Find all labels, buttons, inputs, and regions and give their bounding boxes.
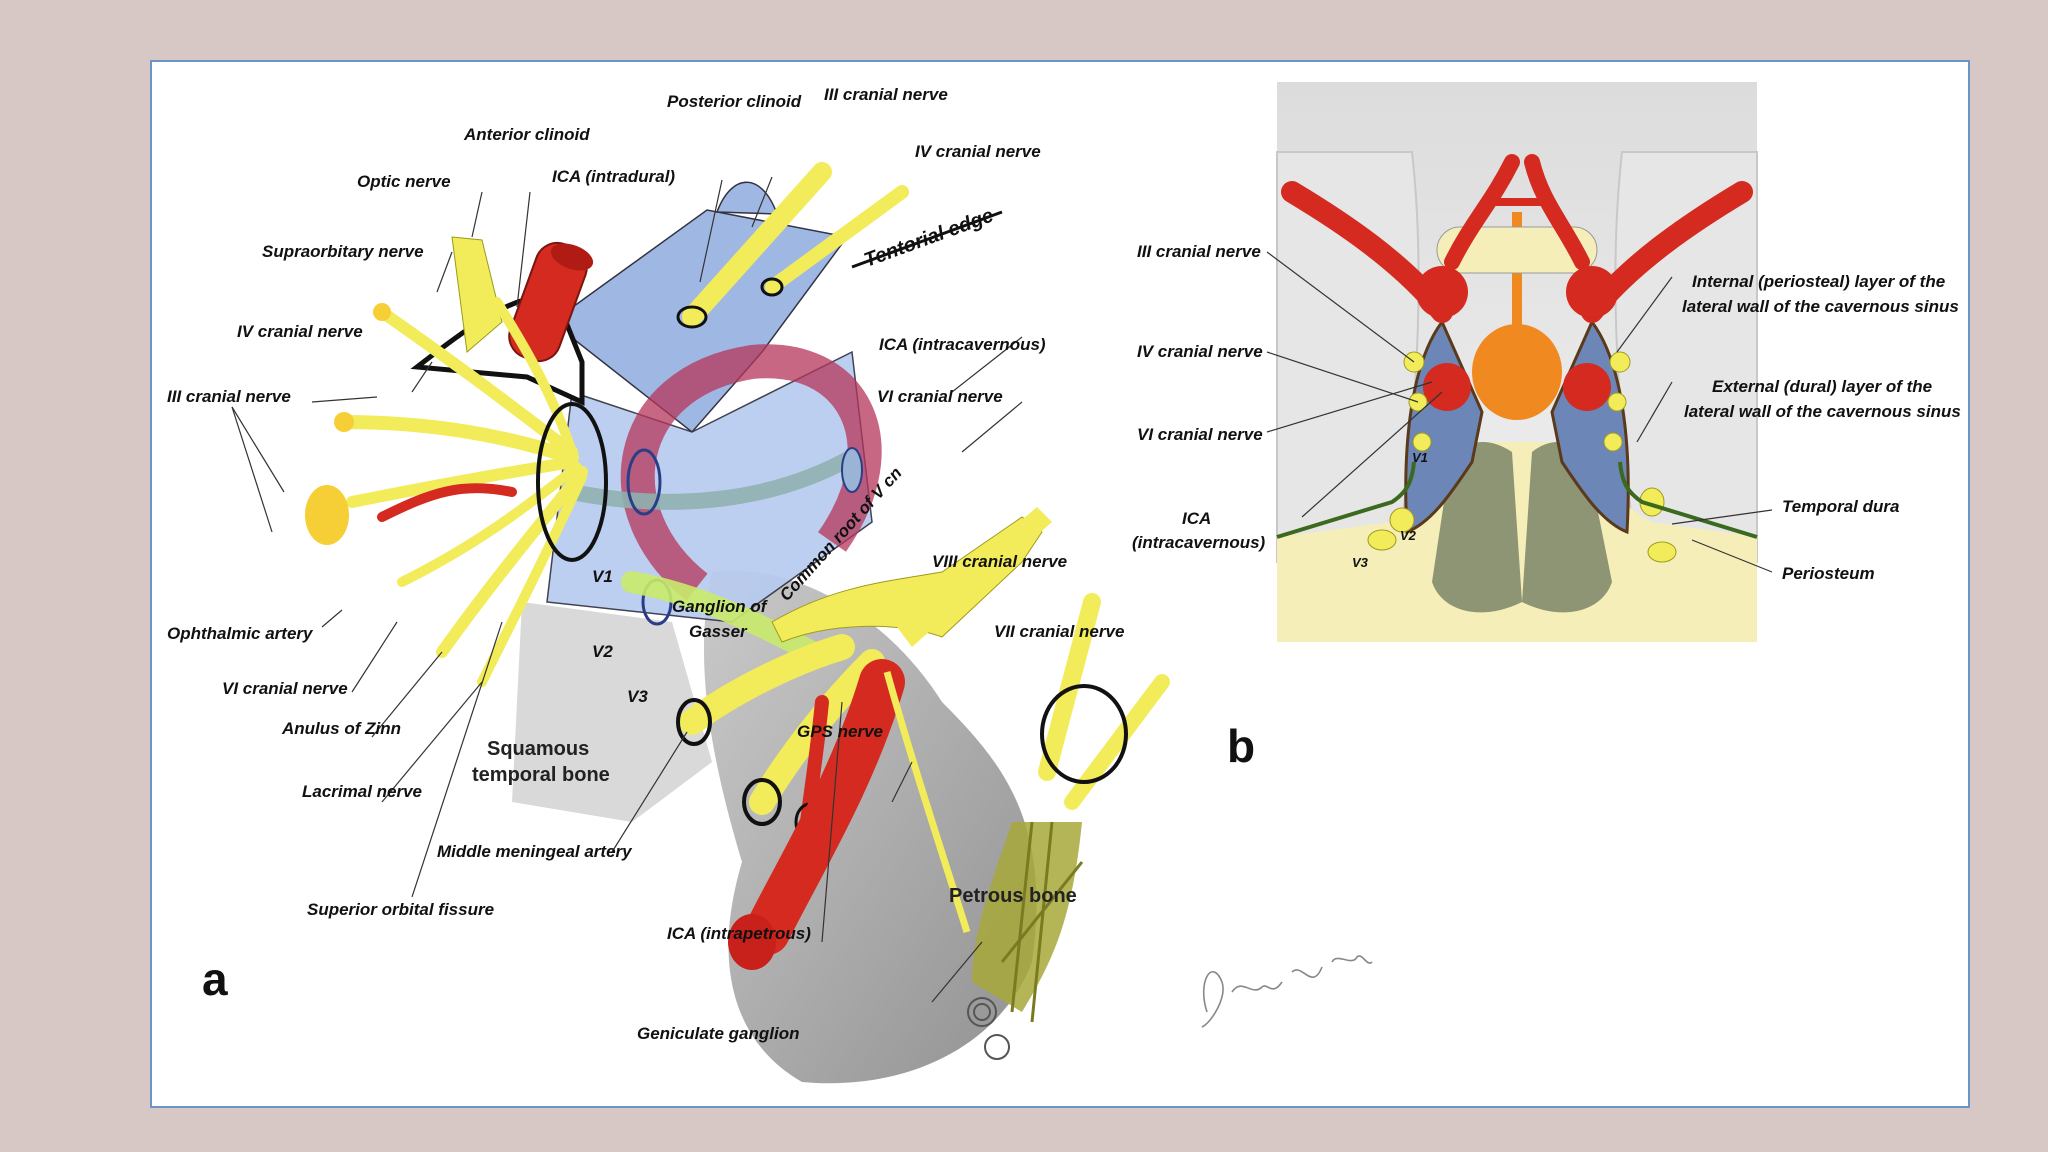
- label-ica-intradural: ICA (intradural): [552, 167, 675, 186]
- label-vi-cranial-nerve-left: VI cranial nerve: [222, 679, 348, 698]
- facial-canal-lines: [1000, 821, 1084, 1023]
- label-b-iii-cranial-nerve: III cranial nerve: [1137, 242, 1261, 261]
- iv-nerve-bulb: [334, 412, 354, 432]
- sinus-front-face: [546, 350, 873, 623]
- label-optic-nerve: Optic nerve: [357, 172, 451, 191]
- label-b-ica-1: ICA: [1182, 509, 1211, 528]
- v1-nerve-shape: [621, 571, 823, 663]
- left-ica-supraclinoid: [1416, 266, 1468, 318]
- ica-intrapetrous-end: [728, 914, 776, 970]
- optic-bulb: [305, 485, 349, 545]
- label-ganglion-1: Ganglion of: [672, 597, 769, 616]
- label-ophthalmic-artery: Ophthalmic artery: [167, 624, 314, 643]
- ica-intrapetrous-shape: [744, 659, 905, 955]
- label-viii-cranial-nerve: VIII cranial nerve: [932, 552, 1067, 571]
- label-geniculate-ganglion: Geniculate ganglion: [637, 1024, 799, 1043]
- ica-intradural-end: [550, 243, 594, 271]
- label-v3: V3: [627, 687, 648, 706]
- iii-nerve-top: [682, 162, 832, 327]
- label-vii-cranial-nerve: VII cranial nerve: [994, 622, 1124, 641]
- label-b-v1: V1: [1412, 450, 1428, 465]
- label-b-external-2: lateral wall of the cavernous sinus: [1684, 402, 1961, 421]
- label-iv-cranial-nerve-top: IV cranial nerve: [915, 142, 1041, 161]
- label-b-ica-2: (intracavernous): [1132, 533, 1266, 552]
- panel-a: Anterior clinoid Posterior clinoid III c…: [167, 85, 1170, 1084]
- optic-nerve-shape: [451, 236, 503, 353]
- label-gps-nerve: GPS nerve: [797, 722, 883, 741]
- label-middle-meningeal-artery: Middle meningeal artery: [437, 842, 633, 861]
- label-ica-intracavernous: ICA (intracavernous): [879, 335, 1046, 354]
- label-iii-cranial-nerve-left: III cranial nerve: [167, 387, 291, 406]
- v3-ring: [742, 778, 782, 826]
- right-ica-intracavernous: [1563, 363, 1611, 411]
- label-ica-intrapetrous: ICA (intrapetrous): [667, 924, 811, 943]
- squamous-bone-shape: [512, 602, 712, 822]
- common-root-shape: [897, 507, 1052, 647]
- label-lacrimal-nerve: Lacrimal nerve: [302, 782, 422, 801]
- slide-panel: Anterior clinoid Posterior clinoid III c…: [150, 60, 1970, 1108]
- cavernous-sinus-diagram: Anterior clinoid Posterior clinoid III c…: [167, 82, 1961, 1084]
- panel-a-letter: a: [202, 953, 228, 1005]
- orbital-nerves: [335, 297, 588, 687]
- label-b-v2: V2: [1400, 528, 1417, 543]
- panel-a-leader-lines: [231, 176, 1023, 1003]
- label-petrous-bone: Petrous bone: [949, 885, 1077, 907]
- left-ica-intracavernous: [1423, 363, 1471, 411]
- label-vi-cranial-nerve-right: VI cranial nerve: [877, 387, 1003, 406]
- iv-nerve-entry: [760, 277, 784, 297]
- superior-orbital-fissure-ring: [626, 448, 662, 516]
- label-supraorbitary-nerve: Supraorbitary nerve: [262, 242, 424, 261]
- geniculate-ganglion-shape: [972, 822, 1082, 1012]
- label-superior-orbital-fissure: Superior orbital fissure: [307, 900, 494, 919]
- tentorial-edge-line: [851, 210, 1003, 269]
- label-anterior-clinoid: Anterior clinoid: [463, 125, 590, 144]
- temporal-dura-line: [1276, 461, 1758, 539]
- pituitary-gland: [1472, 324, 1562, 420]
- vii-nerve-shape: [1064, 674, 1170, 810]
- label-iii-cranial-nerve-top: III cranial nerve: [824, 85, 948, 104]
- anulus-of-zinn-ring: [536, 402, 608, 562]
- label-b-internal-1: Internal (periosteal) layer of the: [1692, 272, 1945, 291]
- supraorbitary-bulb: [373, 303, 391, 321]
- iv-nerve-top: [765, 185, 909, 294]
- gps-nerve-shape: [883, 671, 971, 934]
- panel-b-leader-lines: [1266, 251, 1773, 573]
- label-anulus-of-zinn: Anulus of Zinn: [281, 719, 401, 738]
- label-squamous-1: Squamous: [487, 738, 589, 760]
- panel-b-letter: b: [1227, 720, 1255, 772]
- vi-exit-ring: [841, 447, 863, 493]
- label-squamous-2: temporal bone: [472, 764, 610, 786]
- label-posterior-clinoid: Posterior clinoid: [667, 92, 802, 111]
- label-b-internal-2: lateral wall of the cavernous sinus: [1682, 297, 1959, 316]
- label-b-temporal-dura: Temporal dura: [1782, 497, 1899, 516]
- ganglion-of-gasser-shape: [771, 516, 1043, 643]
- handwritten-signature: [1201, 955, 1373, 1028]
- cochlea-spiral: [967, 997, 1010, 1060]
- label-iv-cranial-nerve-left: IV cranial nerve: [237, 322, 363, 341]
- label-b-iv-cranial-nerve: IV cranial nerve: [1137, 342, 1263, 361]
- vi-nerve-course: [570, 450, 856, 510]
- optic-chiasm: [1436, 226, 1598, 274]
- petrous-bone-shape: [703, 570, 1037, 1084]
- label-ganglion-2: Gasser: [689, 622, 748, 641]
- sinus-wall-nerves: [1367, 351, 1677, 563]
- ophthalmic-artery-shape: [377, 483, 517, 522]
- panel-b: III cranial nerve IV cranial nerve VI cr…: [1132, 82, 1961, 772]
- label-b-v3: V3: [1352, 555, 1369, 570]
- v2-ring: [676, 698, 712, 746]
- right-temporal-lobe: [1614, 151, 1758, 567]
- label-v2: V2: [592, 642, 613, 661]
- label-b-external-1: External (dural) layer of the: [1712, 377, 1932, 396]
- vii-viii-ring: [1040, 684, 1128, 784]
- label-v1: V1: [592, 567, 613, 586]
- right-ica-supraclinoid: [1566, 266, 1618, 318]
- iii-nerve-entry: [676, 305, 708, 329]
- label-b-vi-cranial-nerve: VI cranial nerve: [1137, 425, 1263, 444]
- label-b-periosteum: Periosteum: [1782, 564, 1875, 583]
- left-temporal-lobe: [1276, 151, 1420, 567]
